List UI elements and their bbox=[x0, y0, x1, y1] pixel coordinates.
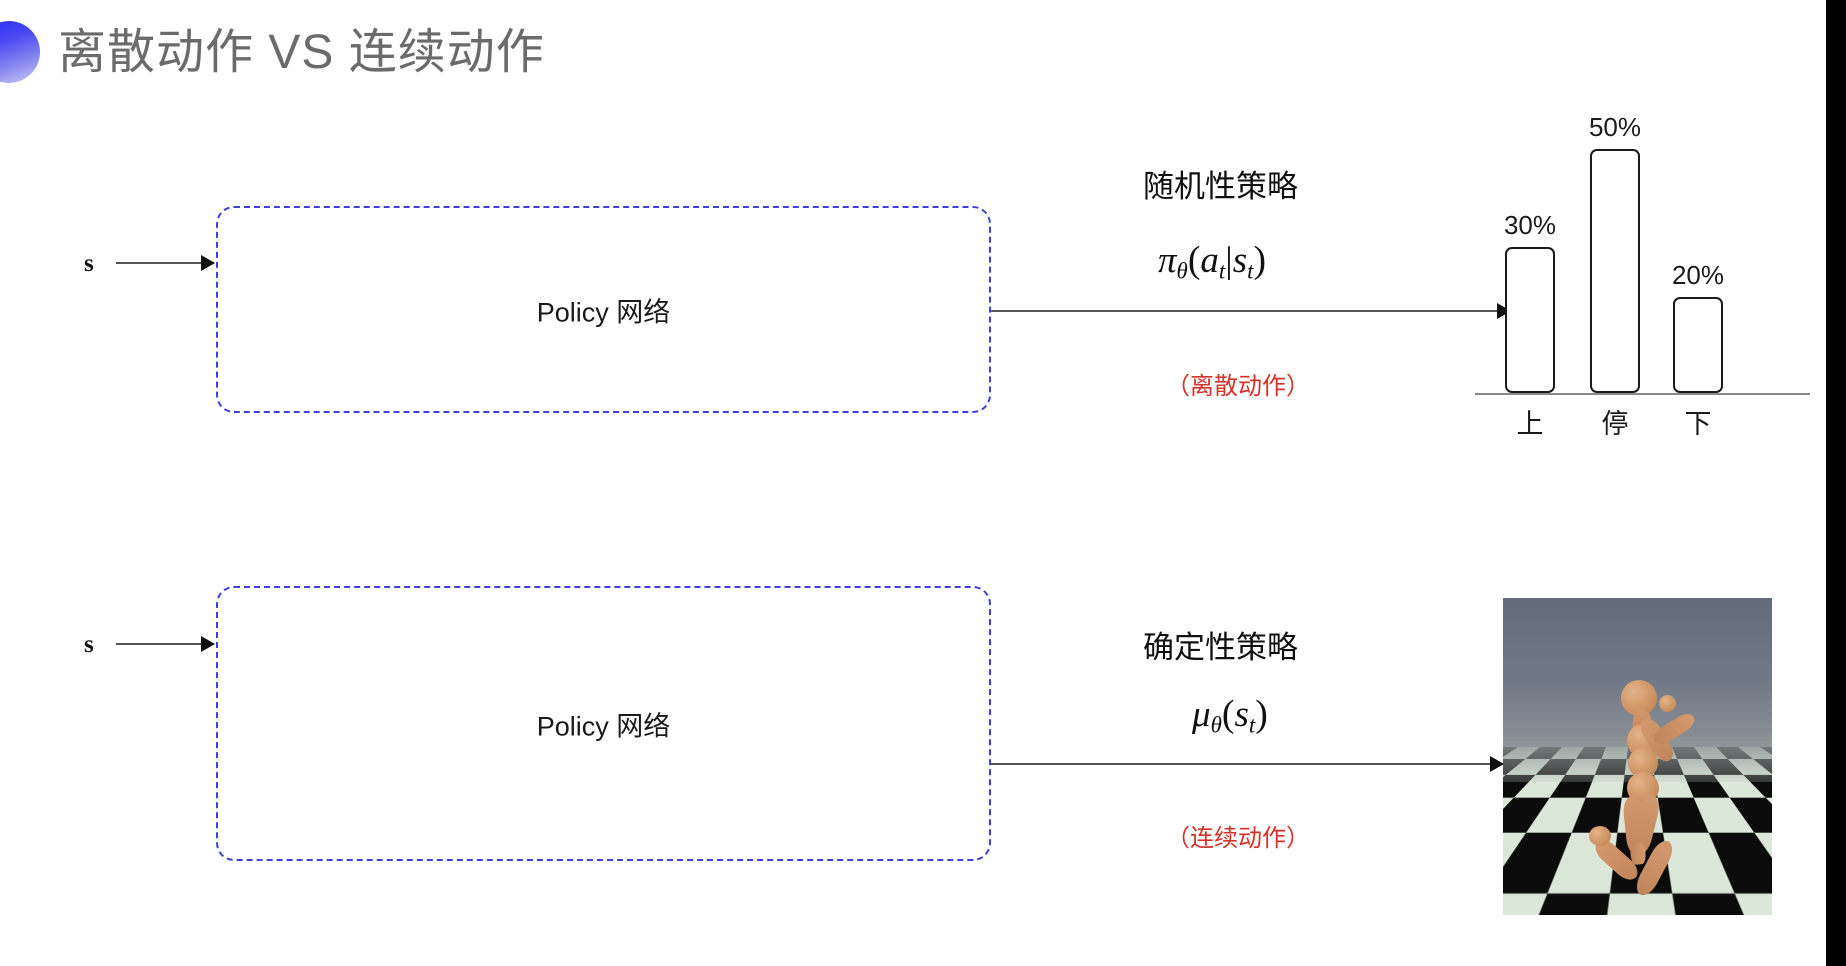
accent-circle-icon bbox=[0, 21, 40, 83]
input-arrow-discrete bbox=[116, 262, 214, 264]
input-arrow-continuous bbox=[116, 643, 214, 645]
formula-arg1-sub: t bbox=[1218, 258, 1226, 284]
bar-value-2: 20% bbox=[1671, 260, 1725, 290]
policy-name-discrete: 随机性策略 bbox=[1143, 169, 1298, 204]
policy-name-continuous: 确定性策略 bbox=[1143, 630, 1298, 665]
bar-category-1: 停 bbox=[1601, 409, 1629, 439]
chart-axis-line bbox=[1475, 393, 1810, 395]
bar-category-2: 下 bbox=[1684, 409, 1712, 439]
formula-head: μ bbox=[1192, 694, 1211, 735]
bar-rect-0 bbox=[1505, 247, 1555, 393]
bar-group-2: 20% 下 bbox=[1671, 260, 1725, 439]
policy-box-continuous[interactable]: Policy 网络 bbox=[216, 586, 991, 861]
bar-group-0: 30% 上 bbox=[1503, 210, 1557, 439]
bar-rect-1 bbox=[1590, 149, 1640, 393]
policy-box-label-continuous: Policy 网络 bbox=[536, 711, 671, 741]
humanoid-hand bbox=[1659, 695, 1676, 712]
bar-value-0: 30% bbox=[1503, 210, 1557, 240]
formula-head: π bbox=[1158, 240, 1177, 281]
state-label-continuous: s bbox=[84, 631, 94, 658]
bar-category-0: 上 bbox=[1516, 409, 1544, 439]
bar-value-1: 50% bbox=[1588, 112, 1642, 142]
page-title: 离散动作 VS 连续动作 bbox=[58, 26, 545, 79]
formula-arg2-sub: t bbox=[1247, 258, 1254, 284]
probability-bar-chart: 30% 上 50% 停 20% 下 bbox=[1470, 95, 1815, 439]
action-note-discrete: （离散动作） bbox=[1166, 373, 1310, 400]
formula-separator: | bbox=[1225, 240, 1233, 281]
formula-open-paren: ( bbox=[1221, 693, 1235, 735]
humanoid-foot-back bbox=[1589, 826, 1611, 846]
humanoid-simulation-image bbox=[1503, 598, 1772, 915]
policy-formula-discrete: πθ(at|st) bbox=[1158, 238, 1266, 284]
policy-box-label-discrete: Policy 网络 bbox=[536, 297, 671, 327]
formula-head-sub: θ bbox=[1210, 712, 1222, 738]
formula-arg1-sub: t bbox=[1248, 712, 1256, 738]
policy-box-discrete[interactable]: Policy 网络 bbox=[216, 206, 991, 413]
output-arrow-discrete bbox=[991, 310, 1510, 312]
formula-arg1: s bbox=[1234, 694, 1249, 735]
humanoid-foot-front bbox=[1629, 842, 1647, 865]
formula-close-paren: ) bbox=[1255, 693, 1268, 735]
formula-head-sub: θ bbox=[1176, 258, 1188, 284]
formula-arg2: s bbox=[1232, 240, 1248, 281]
formula-open-paren: ( bbox=[1187, 239, 1201, 281]
state-label-discrete: s bbox=[84, 250, 94, 277]
slide-right-border bbox=[1826, 0, 1846, 966]
formula-arg1: a bbox=[1200, 240, 1219, 281]
policy-formula-continuous: μθ(st) bbox=[1192, 692, 1268, 738]
output-arrow-continuous bbox=[991, 763, 1503, 765]
bar-group-1: 50% 停 bbox=[1588, 112, 1642, 439]
bar-rect-2 bbox=[1673, 297, 1723, 393]
formula-close-paren: ) bbox=[1253, 239, 1267, 281]
action-note-continuous: （连续动作） bbox=[1166, 825, 1310, 852]
